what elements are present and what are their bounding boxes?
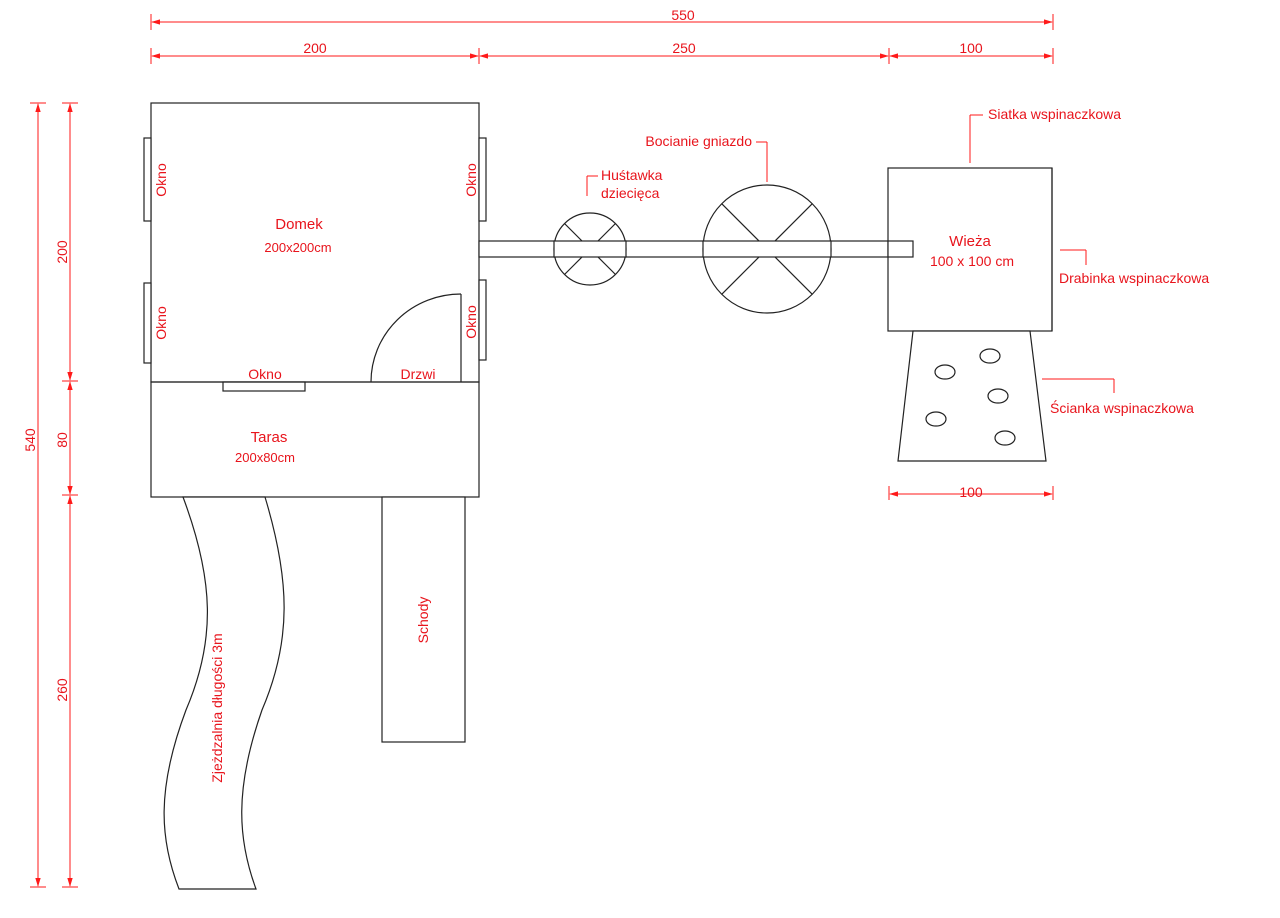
bridge-beam	[478, 240, 914, 258]
left-dimension-segments: 200 80 260	[54, 102, 78, 888]
window-left-bottom-label: Okno	[153, 306, 169, 340]
house-title: Domek	[275, 216, 323, 233]
dim-label-total-depth: 540	[22, 428, 38, 452]
dim-label-slide-depth: 260	[54, 678, 70, 702]
swing-label-line2: dziecięca	[601, 185, 660, 201]
tower: Wieża 100 x 100 cm	[887, 167, 1053, 332]
house-size: 200x200cm	[264, 240, 331, 255]
slide-label: Zjeżdzalnia długości 3m	[209, 633, 225, 782]
slide: Zjeżdzalnia długości 3m	[163, 496, 285, 890]
window-left-bottom-frame	[143, 282, 152, 364]
tower-title: Wieża	[949, 233, 991, 250]
stork-nest: Bocianie gniazdo	[645, 133, 832, 314]
terrace-title: Taras	[251, 429, 288, 446]
left-dimension-total: 540	[22, 102, 46, 888]
climbing-hold	[925, 411, 947, 427]
window-right-top-frame	[478, 137, 487, 222]
terrace-size: 200x80cm	[235, 450, 295, 465]
top-dimension-total: 550	[150, 7, 1054, 30]
stork-nest-label: Bocianie gniazdo	[645, 133, 752, 149]
dim-label-house-width: 200	[303, 40, 327, 56]
tower-base-dimension: 100	[888, 484, 1054, 500]
climbing-net-annotation: Siatka wspinaczkowa	[969, 106, 1121, 163]
window-front-frame	[222, 381, 306, 392]
dim-label-house-depth: 200	[54, 240, 70, 264]
climbing-wall-label: Ścianka wspinaczkowa	[1050, 399, 1194, 416]
climbing-wall-annotation: Ścianka wspinaczkowa	[1042, 378, 1194, 416]
dim-label-bridge-width: 250	[672, 40, 696, 56]
dim-label-tower-base: 100	[959, 484, 983, 500]
window-left-top-label: Okno	[153, 163, 169, 197]
dim-label-terrace-depth: 80	[54, 432, 70, 448]
climbing-hold	[994, 430, 1016, 446]
climbing-hold	[987, 388, 1009, 404]
door-label: Drzwi	[401, 366, 436, 382]
climbing-hold	[934, 364, 956, 380]
climbing-ladder-annotation: Drabinka wspinaczkowa	[1059, 249, 1209, 286]
window-left-top-frame	[143, 137, 152, 222]
dim-label-total-width: 550	[671, 7, 695, 23]
top-dimension-segments: 200 250 100	[150, 40, 1054, 64]
window-right-bottom-frame	[478, 279, 487, 361]
stairs: Schody	[381, 496, 466, 743]
swing-label-line1: Huśtawka	[601, 167, 663, 183]
dim-label-tower-width: 100	[959, 40, 983, 56]
stairs-label: Schody	[415, 597, 431, 644]
window-front-label: Okno	[248, 366, 282, 382]
door-swing	[370, 293, 462, 383]
child-swing: Huśtawka dziecięca	[553, 167, 663, 286]
window-right-bottom-label: Okno	[463, 305, 479, 339]
climbing-ladder-label: Drabinka wspinaczkowa	[1059, 270, 1209, 286]
terrace: Taras 200x80cm	[150, 381, 480, 498]
tower-size: 100 x 100 cm	[930, 253, 1014, 269]
climbing-hold	[979, 348, 1001, 364]
window-right-top-label: Okno	[463, 163, 479, 197]
climbing-wall	[897, 330, 1047, 462]
climbing-net-label: Siatka wspinaczkowa	[988, 106, 1121, 122]
house: Okno Okno Okno Okno Okno Drzwi Domek 200…	[143, 102, 487, 392]
